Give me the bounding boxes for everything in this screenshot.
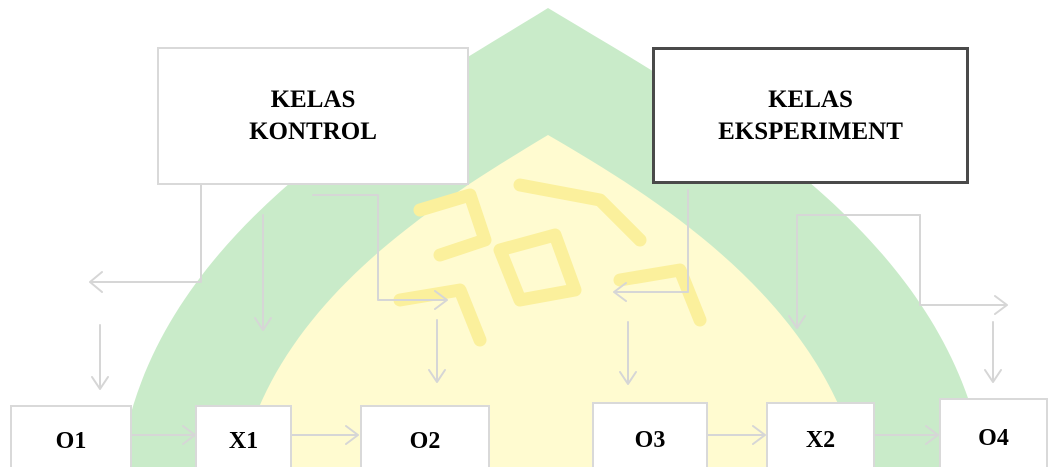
arrow-to-o1 [91,324,109,390]
control-class-box: KELAS KONTROL [157,47,469,185]
arrow-experiment-center-elbow [788,214,921,329]
node-o4-label: O4 [978,424,1009,451]
arrow-to-o2 [428,319,446,383]
control-class-line2: KONTROL [249,118,377,145]
node-x2-label: X2 [805,426,836,453]
node-o1-label: O1 [55,428,87,454]
arrow-control-left-down [89,184,202,293]
node-x2: X2 [766,402,875,467]
arrow-experiment-left-down [613,189,689,302]
arrow-control-right-elbow [312,194,448,310]
node-o2-label: O2 [409,428,441,454]
node-o2: O2 [360,405,490,467]
watermark-ornament [393,178,707,347]
arrow-o1-x1 [131,425,196,445]
arrow-o3-x2 [707,425,766,445]
control-class-line1: KELAS [270,86,356,113]
arrow-x1-o2 [291,425,359,445]
node-x1-label: X1 [228,428,259,454]
arrow-control-center-down [254,214,272,331]
arrow-experiment-right-elbow [919,214,1008,315]
arrow-to-o4 [984,321,1002,383]
experiment-class-line2: EKSPERIMENT [718,117,903,145]
arrow-to-o3 [619,321,637,385]
arrow-x2-o4 [874,425,939,445]
node-o3-label: O3 [634,426,666,453]
experiment-class-box: KELAS EKSPERIMENT [652,47,969,184]
node-x1: X1 [195,405,292,467]
experiment-class-line1: KELAS [768,85,853,113]
node-o3: O3 [592,402,708,467]
node-o1: O1 [10,405,132,467]
node-o4: O4 [939,398,1048,467]
